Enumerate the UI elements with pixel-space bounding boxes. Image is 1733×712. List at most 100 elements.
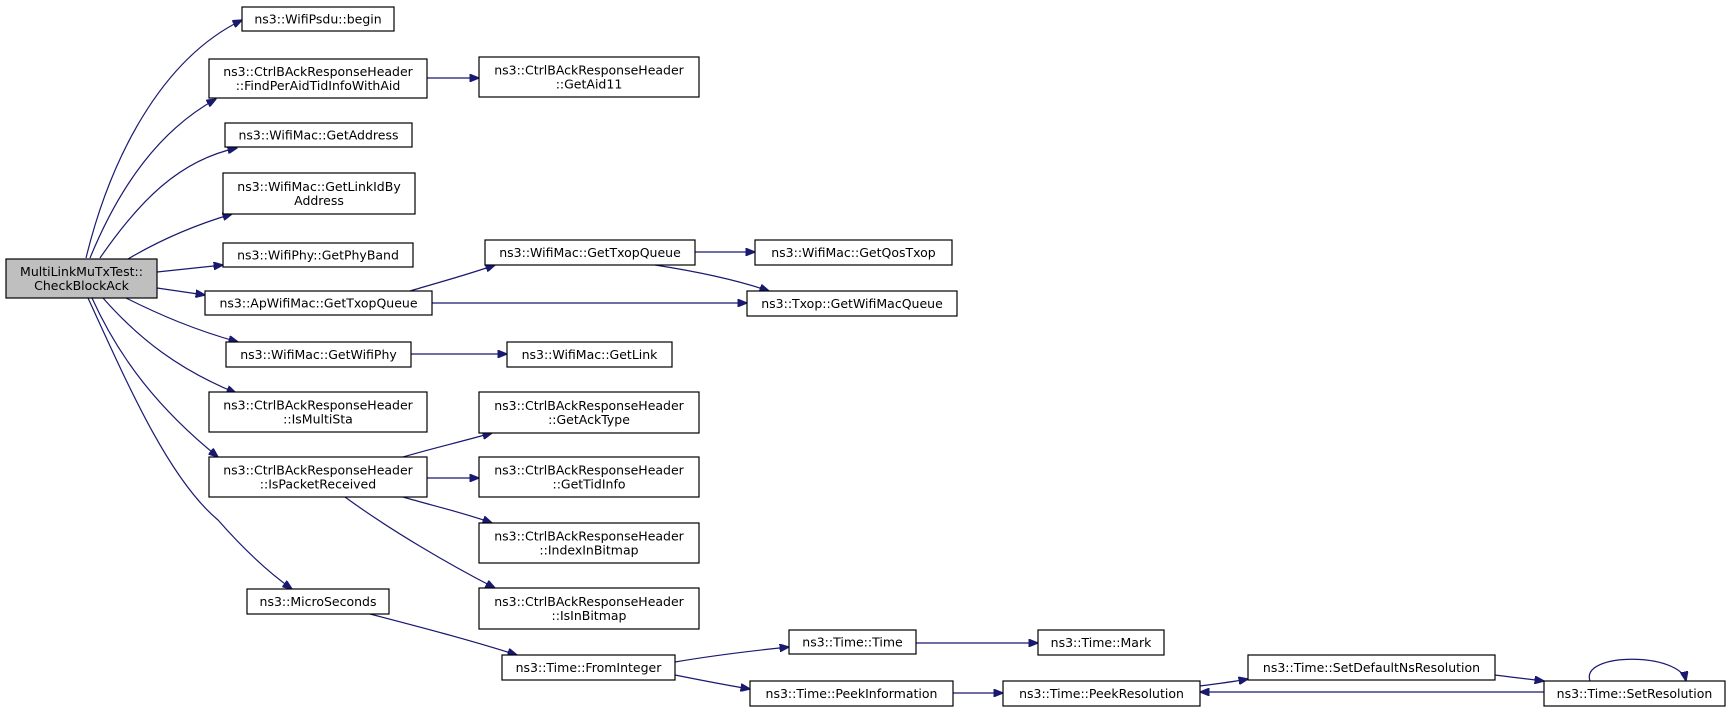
node-box [222,242,414,268]
node-box [478,522,700,564]
node-label-line: ::IsMultiSta [283,412,353,427]
node-is-in-bitmap[interactable]: ns3::CtrlBAckResponseHeader::IsInBitmap [478,587,700,630]
node-peek-info[interactable]: ns3::Time::PeekInformation [749,680,954,707]
edge-line [89,99,216,259]
node-box [222,172,416,215]
node-is-packet-recv[interactable]: ns3::CtrlBAckResponseHeader::IsPacketRec… [208,456,428,498]
node-box [749,680,954,707]
node-box [1002,680,1201,707]
edge-ap_get_txop-to-mac_get_txop [409,265,495,292]
edge-line [91,297,218,457]
node-box [5,258,158,299]
node-box [1247,654,1496,681]
node-label-line: ns3::Time::PeekResolution [1019,686,1184,701]
node-box [208,391,428,433]
edge-root-to-get_address [99,148,237,259]
node-label-line: ns3::Time::FromInteger [516,660,663,675]
node-label-line: MultiLinkMuTxTest:: [20,264,143,279]
node-box [501,654,676,681]
edge-set_res-to-set_res [1588,658,1686,681]
node-txop-queue[interactable]: ns3::Txop::GetWifiMacQueue [746,290,958,317]
node-label-line: ::IsPacketReceived [260,477,376,492]
node-get-wifiphy[interactable]: ns3::WifiMac::GetWifiPhy [225,341,412,368]
node-set-default-ns[interactable]: ns3::Time::SetDefaultNsResolution [1247,654,1496,681]
node-label-line: ::FindPerAidTidInfoWithAid [236,78,401,93]
node-psdu-begin[interactable]: ns3::WifiPsdu::begin [241,6,395,32]
node-time-time[interactable]: ns3::Time::Time [788,629,917,655]
edge-root-to-get_wifiphy [125,297,238,342]
node-label-line: ns3::Time::SetResolution [1557,686,1713,701]
node-micro-seconds[interactable]: ns3::MicroSeconds [246,588,390,615]
node-find-per-aid[interactable]: ns3::CtrlBAckResponseHeader::FindPerAidT… [208,58,428,99]
edge-root-to-get_linkid [127,214,232,260]
node-box [788,629,917,655]
node-get-tidinfo[interactable]: ns3::CtrlBAckResponseHeader::GetTidInfo [478,456,700,498]
edge-line [674,647,789,663]
edge-micro_seconds-to-from_integer [369,613,517,655]
node-label-line: Address [294,193,344,208]
edge-line [127,214,232,260]
node-box [204,290,433,316]
node-box [478,456,700,498]
node-box [225,341,412,368]
node-label-line: ns3::WifiPsdu::begin [254,12,381,27]
node-label-line: ns3::WifiMac::GetTxopQueue [499,245,681,260]
node-from-integer[interactable]: ns3::Time::FromInteger [501,654,676,681]
node-box [506,341,673,368]
edge-root-to-is_packet_recv [91,297,218,457]
node-label-line: ns3::CtrlBAckResponseHeader [223,64,413,79]
node-label-line: ::GetAid11 [556,77,623,92]
node-label-line: ns3::Txop::GetWifiMacQueue [761,296,943,311]
edge-set_default_ns-to-set_res [1494,674,1544,681]
edge-is_packet_recv-to-is_in_bitmap [344,496,495,588]
node-peek-res[interactable]: ns3::Time::PeekResolution [1002,680,1201,707]
edge-root-to-ap_get_txop [156,287,205,295]
node-label-line: ns3::WifiMac::GetLinkIdBy [237,179,401,194]
edge-mac_get_txop-to-txop_queue [654,264,769,291]
node-box [241,6,395,32]
edge-line [1199,679,1248,687]
node-ap-get-txop[interactable]: ns3::ApWifiMac::GetTxopQueue [204,290,433,316]
node-label-line: ns3::WifiMac::GetLink [522,347,659,362]
edge-line [87,297,292,589]
node-box [208,58,428,99]
node-label-line: ns3::CtrlBAckResponseHeader [223,398,413,413]
edge-line [344,496,495,588]
node-root[interactable]: MultiLinkMuTxTest::CheckBlockAck [5,258,158,299]
edge-line [85,20,242,259]
edge-root-to-find_per_aid [89,99,216,259]
edge-line [99,148,237,259]
node-label-line: ns3::WifiPhy::GetPhyBand [237,248,399,263]
node-label-line: ns3::CtrlBAckResponseHeader [494,594,684,609]
node-index-in-bitmap[interactable]: ns3::CtrlBAckResponseHeader::IndexInBitm… [478,522,700,564]
edge-line [402,433,492,458]
node-get-qostxop[interactable]: ns3::WifiMac::GetQosTxop [754,239,953,266]
node-get-acktype[interactable]: ns3::CtrlBAckResponseHeader::GetAckType [478,391,700,434]
edge-root-to-is_multista [102,297,236,393]
node-set-res[interactable]: ns3::Time::SetResolution [1543,680,1726,707]
node-label-line: ::GetAckType [548,412,630,427]
node-get-aid11[interactable]: ns3::CtrlBAckResponseHeader::GetAid11 [478,56,700,98]
node-get-link[interactable]: ns3::WifiMac::GetLink [506,341,673,368]
node-get-phyband[interactable]: ns3::WifiPhy::GetPhyBand [222,242,414,268]
edge-from_integer-to-peek_info [674,674,750,689]
edge-line [654,264,769,291]
node-box [224,122,413,148]
node-label-line: ::IndexInBitmap [539,543,638,558]
edge-line [409,265,495,292]
node-label-line: ns3::WifiMac::GetQosTxop [771,245,936,260]
node-label-line: ns3::CtrlBAckResponseHeader [494,463,684,478]
node-label-line: CheckBlockAck [34,278,129,293]
node-box [1037,629,1165,656]
node-time-mark[interactable]: ns3::Time::Mark [1037,629,1165,656]
edge-root-to-psdu_begin [85,20,242,259]
edge-line [369,613,517,655]
edge-root-to-micro_seconds [87,297,292,589]
node-box [246,588,390,615]
node-mac-get-txop[interactable]: ns3::WifiMac::GetTxopQueue [484,239,696,266]
edge-line [156,265,223,273]
node-is-multista[interactable]: ns3::CtrlBAckResponseHeader::IsMultiSta [208,391,428,433]
node-get-address[interactable]: ns3::WifiMac::GetAddress [224,122,413,148]
node-box [484,239,696,266]
